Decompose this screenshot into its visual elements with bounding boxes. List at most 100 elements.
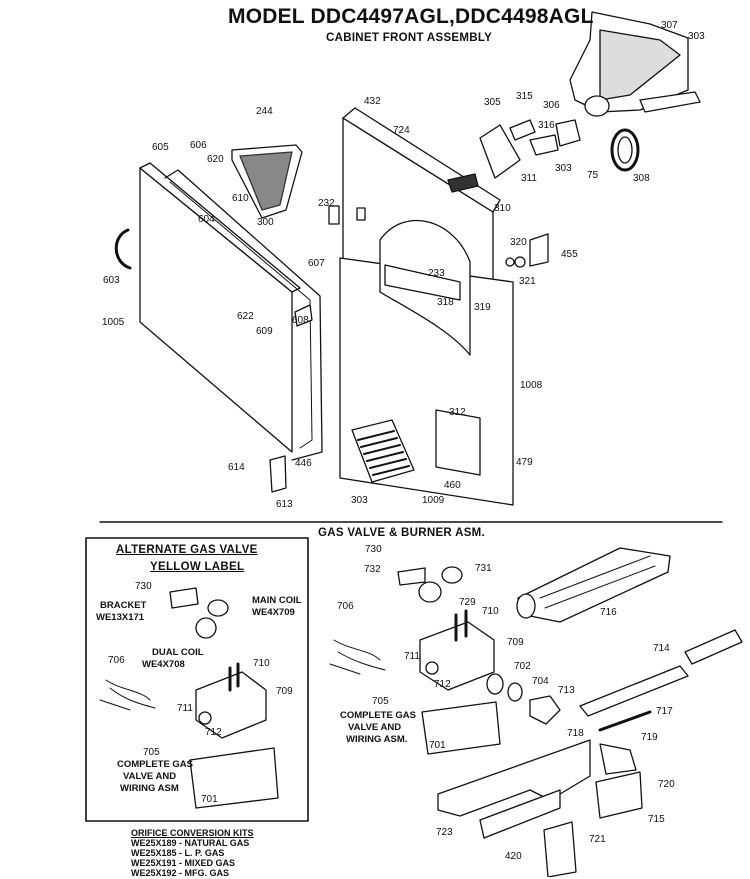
- part-label: 731: [475, 563, 492, 574]
- alt-complete-line-1: COMPLETE GAS: [117, 759, 194, 770]
- part-label: 1008: [520, 380, 543, 391]
- gas-pipe-drawing: [579, 629, 743, 732]
- part-label: 732: [364, 564, 381, 575]
- part-label: 321: [519, 276, 536, 287]
- gas-valve-section-title: GAS VALVE & BURNER ASM.: [318, 527, 486, 539]
- part-label: 614: [228, 462, 245, 473]
- part-label: 610: [232, 193, 249, 204]
- part-label: 620: [207, 154, 224, 165]
- part-label: 604: [198, 214, 215, 225]
- part-label: 307: [661, 20, 678, 31]
- part-label: 320: [510, 237, 527, 248]
- part-label: 712: [205, 727, 222, 738]
- part-label: 308: [633, 173, 650, 184]
- part-label: 306: [543, 100, 560, 111]
- part-label: 319: [474, 302, 491, 313]
- part-label: 75: [587, 170, 599, 181]
- burner-base-drawing: [437, 739, 643, 877]
- part-label: 730: [365, 544, 382, 555]
- alternate-valve-box: [85, 537, 309, 822]
- part-label: 718: [567, 728, 584, 739]
- part-label: 316: [538, 120, 555, 131]
- part-label: 613: [276, 499, 293, 510]
- switch-parts-drawing: [447, 119, 581, 268]
- part-label: 702: [514, 661, 531, 672]
- part-label: 709: [276, 686, 293, 697]
- part-label: 420: [505, 851, 522, 862]
- part-label: 479: [516, 457, 533, 468]
- part-label: 311: [521, 173, 537, 184]
- part-label: 605: [152, 142, 169, 153]
- part-label: 710: [253, 658, 270, 669]
- part-label: 244: [256, 106, 273, 117]
- part-label: 233: [428, 268, 445, 279]
- part-label: 717: [656, 706, 673, 717]
- front-panel-drawing: [328, 107, 514, 506]
- diagram-title: MODEL DDC4497AGL,DDC4498AGL: [228, 5, 594, 28]
- orifice-kits: ORIFICE CONVERSION KITS WE25X189 - NATUR…: [131, 829, 254, 879]
- air-duct-drawing: [569, 11, 701, 117]
- part-label: 609: [256, 326, 273, 337]
- part-label: 724: [393, 125, 410, 136]
- part-label: 607: [308, 258, 325, 269]
- main-complete-line-3: WIRING ASM.: [346, 734, 408, 745]
- part-label: 711: [404, 651, 420, 662]
- seal-ring-drawing: [610, 128, 640, 172]
- alt-valve-drawing: [99, 587, 279, 809]
- gas-valve-drawing: [329, 566, 561, 755]
- dual-coil-part-number: WE4X708: [142, 659, 185, 670]
- part-label: 312: [449, 407, 466, 418]
- orifice-kits-title: ORIFICE CONVERSION KITS: [131, 828, 254, 838]
- orifice-kit-line: WE25X192 - MFG. GAS: [131, 868, 230, 878]
- part-label: 710: [482, 606, 499, 617]
- part-label: 446: [295, 458, 312, 469]
- part-label: 315: [516, 91, 533, 102]
- part-label: 706: [108, 655, 125, 666]
- part-label: 608: [292, 315, 309, 326]
- part-label: 715: [648, 814, 665, 825]
- part-label: 713: [558, 685, 575, 696]
- louver-grill-drawing: [351, 419, 415, 483]
- part-label: 460: [444, 480, 461, 491]
- orifice-kit-line: WE25X185 - L. P. GAS: [131, 848, 225, 858]
- main-complete-line-2: VALVE AND: [348, 722, 402, 733]
- part-label: 704: [532, 676, 549, 687]
- part-label: 729: [459, 597, 476, 608]
- part-label: 720: [658, 779, 675, 790]
- part-label: 318: [437, 297, 454, 308]
- part-label: 705: [143, 747, 160, 758]
- part-label: 305: [484, 97, 501, 108]
- part-label: 701: [201, 794, 218, 805]
- part-label: 719: [641, 732, 658, 743]
- part-label: 721: [589, 834, 606, 845]
- part-label: 706: [337, 601, 354, 612]
- main-coil-part-number: WE4X709: [252, 607, 295, 618]
- bracket-part-number: WE13X171: [96, 612, 145, 623]
- part-label: 603: [103, 275, 120, 286]
- orifice-kit-line: WE25X189 - NATURAL GAS: [131, 838, 250, 848]
- part-label: 622: [237, 311, 254, 322]
- part-label: 1005: [102, 317, 125, 328]
- part-label: 303: [555, 163, 572, 174]
- burner-tube-drawing: [516, 547, 671, 623]
- alt-complete-line-2: VALVE AND: [123, 771, 177, 782]
- door-panel-drawing: [114, 162, 323, 461]
- main-complete-line-1: COMPLETE GAS: [340, 710, 417, 721]
- part-label: 711: [177, 703, 193, 714]
- alt-complete-line-3: WIRING ASM: [120, 783, 179, 794]
- part-label: 730: [135, 581, 152, 592]
- part-label: 606: [190, 140, 207, 151]
- door-latch-drawing: [269, 455, 287, 493]
- part-label: 300: [257, 217, 274, 228]
- part-label: 303: [351, 495, 368, 506]
- part-label: 455: [561, 249, 578, 260]
- part-label: 709: [507, 637, 524, 648]
- bracket-label: BRACKET: [100, 600, 147, 611]
- part-label: 432: [364, 96, 381, 107]
- part-label: 716: [600, 607, 617, 618]
- main-coil-label: MAIN COIL: [252, 595, 302, 606]
- part-label: 712: [434, 679, 451, 690]
- part-label: 1009: [422, 495, 445, 506]
